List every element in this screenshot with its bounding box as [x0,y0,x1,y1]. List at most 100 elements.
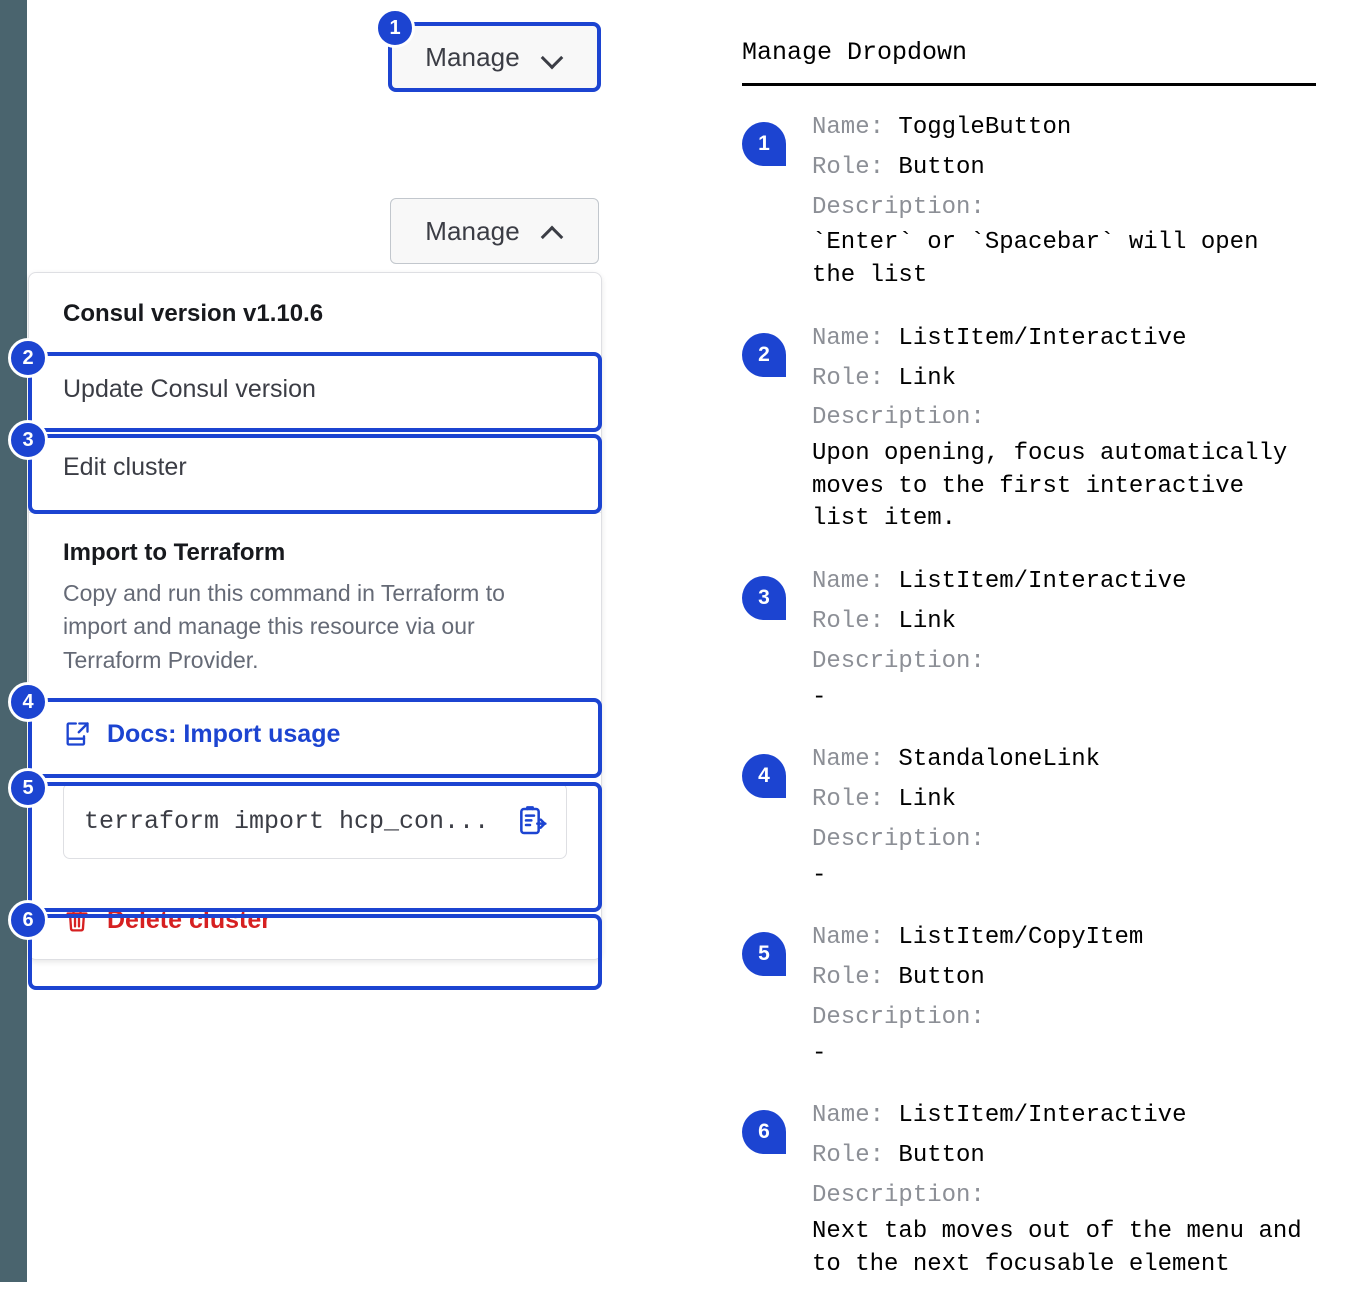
docs-external-link-icon [63,720,91,748]
annotation-name-label: Name: [812,324,899,352]
annotation-description-value: Upon opening, focus automatically moves … [812,440,1288,533]
annotation-pin-1: 1 [742,122,786,166]
annotation-description-label: Description: [812,1003,985,1031]
annotation-name-label: Name: [812,746,899,774]
annotation-role-value: Link [898,607,957,635]
demo-column: Manage 1 Manage Consul version v1.10.6 U… [0,0,700,1282]
annotation-role-value: Link [898,786,957,814]
annotation-pin-2: 2 [742,332,786,377]
annotation-name-value: StandaloneLink [898,746,1101,774]
annotation-badge-4: 4 [8,682,48,722]
annotation-name-label: Name: [812,1102,899,1130]
annotation-role: Role: Link [812,602,1322,642]
annotation-role-value: Button [898,153,985,181]
trash-icon [63,906,91,934]
annotation-name-label: Name: [812,924,899,952]
annotation-pin-5: 5 [742,932,786,977]
consul-version-header: Consul version v1.10.6 [63,300,324,327]
annotation-badge-2: 2 [8,338,48,378]
menu-item-label: Edit cluster [63,452,187,481]
annotation-badge-3: 3 [8,420,48,460]
annotation-role: Role: Button [812,958,1322,998]
manage-dropdown-menu: Consul version v1.10.6 Update Consul ver… [28,272,602,961]
annotation-role-label: Role: [812,153,899,181]
menu-item-label: Update Consul version [63,374,316,403]
panel-title: Manage Dropdown [742,38,968,67]
annotation-role: Role: Link [812,780,1322,820]
terraform-command-copy-field[interactable]: terraform import hcp_con... [63,783,567,860]
annotation-description-label: Description: [812,404,985,432]
annotation-name: Name: ListItem/CopyItem [812,918,1322,958]
annotation-description-value: Next tab moves out of the menu and to th… [812,1217,1302,1278]
chevron-up-icon [542,220,564,242]
annotation-role-label: Role: [812,1142,899,1170]
annotation-name: Name: ToggleButton [812,108,1322,148]
annotation-pin-6: 6 [742,1110,786,1155]
annotation-description-label: Description: [812,647,985,675]
annotation-description-label: Description: [812,825,985,853]
annotation-role-label: Role: [812,607,899,635]
annotation-name-value: ListItem/Interactive [898,324,1187,352]
annotation-role: Role: Button [812,148,1322,188]
menu-item-edit-cluster[interactable]: Edit cluster [29,428,601,506]
annotation-role-value: Link [898,364,957,392]
annotation-role-value: Button [898,964,985,992]
annotation-description-label: Description: [812,193,985,221]
import-to-terraform-body: Copy and run this command in Terraform t… [63,580,505,673]
copy-to-clipboard-icon[interactable] [516,805,548,837]
annotation-pin-3: 3 [742,576,786,621]
annotation-badge-1: 1 [375,8,415,48]
annotation-name: Name: ListItem/Interactive [812,562,1322,602]
manage-toggle-button-closed[interactable]: Manage [390,24,599,90]
manage-toggle-button-open[interactable]: Manage [390,198,599,264]
annotation-name-value: ToggleButton [898,114,1072,141]
annotation-name: Name: ListItem/Interactive [812,1096,1322,1136]
menu-item-update-consul-version[interactable]: Update Consul version [29,350,601,428]
panel-divider [742,83,1316,86]
annotation-name-label: Name: [812,568,899,596]
annotation-description-value: - [812,861,827,889]
annotation-badge-6: 6 [8,900,48,940]
annotation-role-label: Role: [812,964,899,992]
annotation-name-value: ListItem/CopyItem [898,924,1144,952]
menu-divider [29,512,601,513]
annotation-pin-4: 4 [742,754,786,799]
annotation-role-label: Role: [812,364,899,392]
annotation-name-label: Name: [812,114,899,141]
annotation-role: Role: Button [812,1136,1322,1176]
annotation-badge-5: 5 [8,768,48,808]
annotation-name-value: ListItem/Interactive [898,1102,1187,1130]
menu-item-delete-cluster[interactable]: Delete cluster [29,881,601,959]
annotation-description-label: Description: [812,1182,985,1210]
annotation-description-value: - [812,683,827,711]
annotation-description-value: - [812,1039,827,1067]
chevron-down-icon [542,46,564,68]
annotation-name: Name: ListItem/Interactive [812,319,1322,359]
menu-item-docs-import-usage[interactable]: Docs: Import usage [29,695,601,773]
annotation-role-value: Button [898,1142,985,1170]
import-to-terraform-title: Import to Terraform [63,539,286,566]
annotation-role: Role: Link [812,359,1322,399]
docs-link-label: Docs: Import usage [107,719,341,748]
manage-toggle-open-label: Manage [425,215,520,246]
annotation-description-value: `Enter` or `Spacebar` will open the list [812,229,1259,290]
annotation-name: Name: StandaloneLink [812,740,1322,780]
terraform-command-text: terraform import hcp_con... [84,806,490,836]
annotation-name-value: ListItem/Interactive [898,568,1187,596]
annotation-role-label: Role: [812,786,899,814]
manage-toggle-label: Manage [425,41,520,72]
